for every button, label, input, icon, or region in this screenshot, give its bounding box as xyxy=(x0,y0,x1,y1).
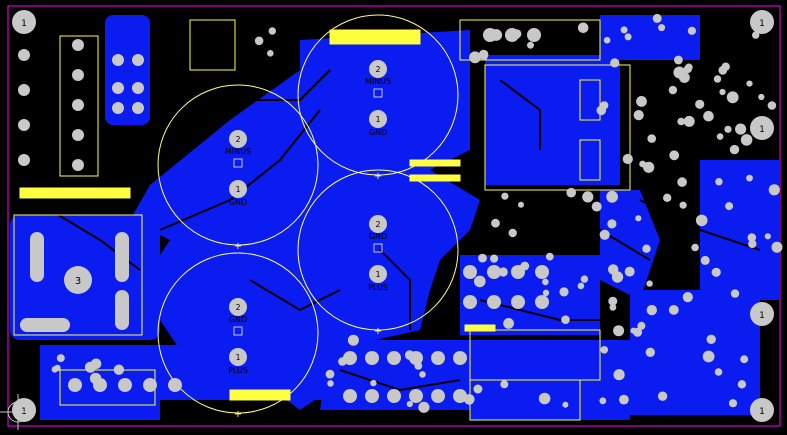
mounting-hole-label: 1 xyxy=(759,19,765,29)
mounting-hole: 1 xyxy=(750,398,774,422)
mounting-hole: 1 xyxy=(12,10,36,34)
polarity-plus-mark: + xyxy=(234,409,242,420)
origin-marker xyxy=(0,394,36,430)
mounting-hole-label: 1 xyxy=(759,311,765,321)
mounting-holes: 1 1 1 1 1 1 xyxy=(12,10,774,422)
capacitor-net-bottom-label: GND xyxy=(229,198,247,207)
capacitor-net-top-label: MINUS xyxy=(365,77,391,86)
capacitor-net-top-label: MINUS xyxy=(225,147,251,156)
capacitor-net-bottom-label: GND xyxy=(369,128,387,137)
mounting-hole: 1 xyxy=(12,398,36,422)
capacitor-pad-top-label: 2 xyxy=(375,220,380,229)
mounting-hole-label: 1 xyxy=(759,407,765,417)
capacitor-pad-top-label: 2 xyxy=(375,65,380,74)
capacitor-net-bottom-label: PLUS xyxy=(368,283,388,292)
capacitor-pad-bottom-label: 1 xyxy=(375,270,380,279)
electrolytic-capacitors: 2MINUS1GND+2MINUS1GND+2GND1PLUS+2GND1PLU… xyxy=(157,14,459,420)
capacitor-net-top-label: GND xyxy=(229,315,247,324)
routing-traces xyxy=(49,69,761,392)
polarity-plus-mark: + xyxy=(374,171,382,182)
capacitor-pad-bottom-label: 1 xyxy=(375,115,380,124)
transformer-pin-label: 3 xyxy=(75,276,81,287)
mounting-hole: 1 xyxy=(750,116,774,140)
capacitor-pad-top-label: 2 xyxy=(235,135,240,144)
polarity-plus-mark: + xyxy=(234,241,242,252)
polarity-plus-mark: + xyxy=(374,326,382,337)
component-pads xyxy=(51,13,783,413)
capacitor-pad-bottom-label: 1 xyxy=(235,353,240,362)
capacitor-net-top-label: GND xyxy=(369,232,387,241)
transformer-pads xyxy=(20,232,129,332)
transformer-pin: 3 xyxy=(64,266,92,294)
connector-pads-left xyxy=(18,39,144,171)
capacitor-pad-top-label: 2 xyxy=(235,303,240,312)
capacitor-net-bottom-label: PLUS xyxy=(228,366,248,375)
mounting-hole-label: 1 xyxy=(21,19,27,29)
silkscreen-outlines xyxy=(13,19,631,421)
mounting-hole: 1 xyxy=(750,10,774,34)
mounting-hole-label: 1 xyxy=(759,125,765,135)
mounting-hole: 1 xyxy=(750,302,774,326)
capacitor-pad-bottom-label: 1 xyxy=(235,185,240,194)
